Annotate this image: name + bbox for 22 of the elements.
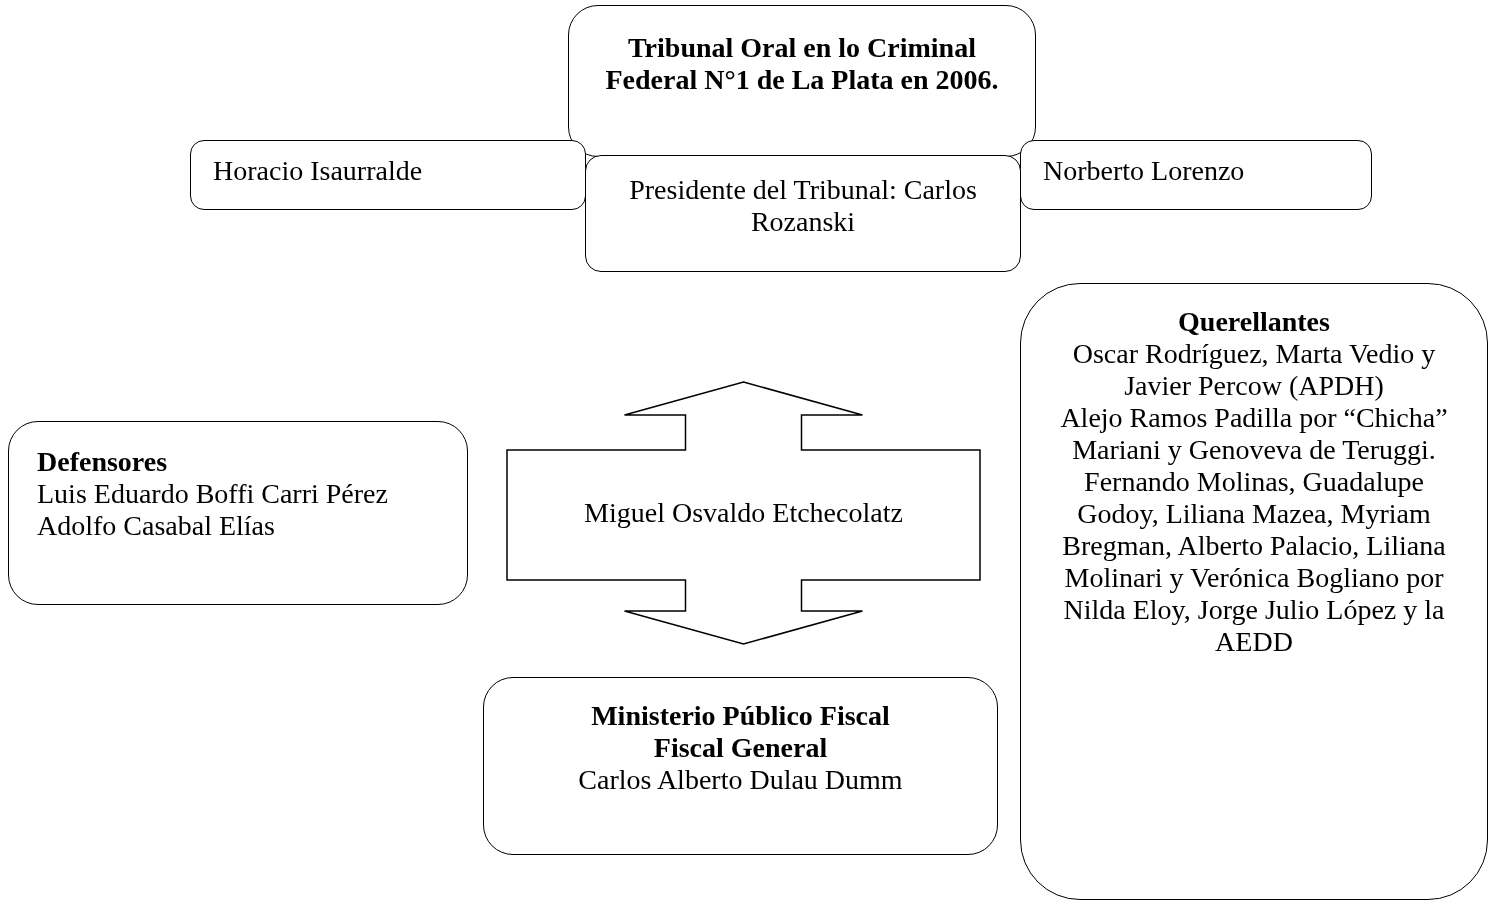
heading-text: Querellantes (1178, 306, 1330, 338)
node-text: Carlos Alberto Dulau Dumm (578, 764, 903, 796)
node-text: Horacio Isaurralde (213, 155, 423, 187)
rounded-box (190, 140, 586, 210)
rounded-box (1020, 283, 1488, 900)
heading-text: Tribunal Oral en lo Criminal Federal N°1 de La Plata en 2006. (604, 32, 1000, 96)
node-text: Norberto Lorenzo (1043, 155, 1245, 187)
node-text: Presidente del Tribunal: Carlos Rozanski (628, 174, 978, 238)
node-text: Alejo Ramos Padilla por “Chicha” Mariani y Genoveva de Teruggi. (1059, 402, 1449, 466)
heading-text: Defensores (37, 446, 168, 478)
node-text: Miguel Osvaldo Etchecolatz (584, 497, 903, 529)
heading-text: Ministerio Público Fiscal (591, 700, 890, 732)
node-text: Adolfo Casabal Elías (37, 510, 275, 542)
rounded-box (1020, 140, 1372, 210)
node-text: Luis Eduardo Boffi Carri Pérez (37, 478, 388, 510)
node-text: Oscar Rodríguez, Marta Vedio y Javier Percow (APDH) (1071, 338, 1437, 402)
rounded-box (8, 421, 468, 605)
heading-text: Fiscal General (653, 732, 828, 764)
rounded-box (483, 677, 998, 855)
rounded-box (568, 5, 1036, 157)
node-text: Fernando Molinas, Guadalupe Godoy, Liliana Mazea, Myriam Bregman, Alberto Palacio, Liliana Molinari y Verónica Bogliano por Nilda Eloy, Jorge Julio López y la AEDD (1061, 466, 1447, 658)
rounded-box (585, 155, 1021, 272)
